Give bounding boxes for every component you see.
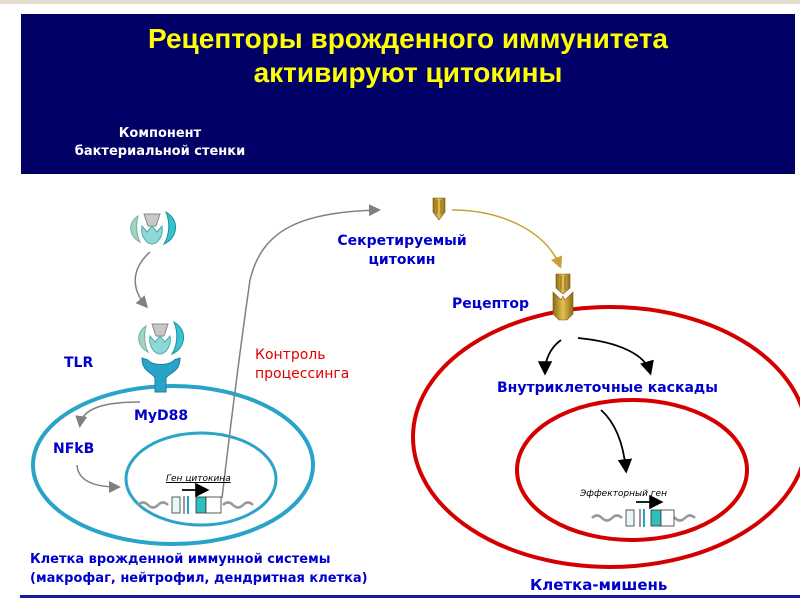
- top-border: [0, 0, 800, 4]
- myd88-to-nfkb-arrow: [75, 401, 141, 428]
- innate-cell-membrane: [31, 384, 315, 546]
- target-receptor-icon: [552, 273, 574, 321]
- intracellular-cascades-label: Внутриклеточные каскады: [497, 380, 718, 396]
- bacterial-component-label: Компонент бактериальной стенки: [40, 125, 280, 161]
- cytokine-gene-label: Ген цитокина: [166, 474, 231, 484]
- cascade-to-gene-arrow: [600, 409, 633, 474]
- receptor-label: Рецептор: [452, 296, 530, 312]
- binding-arrow: [134, 251, 151, 309]
- cascade-arrow-left: [537, 339, 562, 376]
- nfkb-label: NFkB: [53, 441, 95, 457]
- subtitle-line-1: Компонент: [118, 126, 202, 141]
- title-line-1: Рецепторы врожденного иммунитета: [147, 23, 668, 54]
- tlr-label: TLR: [64, 355, 94, 371]
- cytokine-icon: [432, 197, 446, 221]
- myd88-label: MyD88: [134, 408, 189, 424]
- processing-line-1: Контроль: [255, 347, 326, 363]
- processing-control-label: Контроль процессинга: [255, 346, 349, 384]
- target-cell-nucleus: [515, 398, 749, 542]
- effector-gene-icon: [591, 494, 696, 527]
- secreted-cytokine-label: Секретируемый цитокин: [322, 232, 482, 270]
- innate-caption-line-1: Клетка врожденной иммунной системы: [30, 552, 331, 567]
- tlr-receptor-icon: [138, 320, 184, 393]
- target-cell-caption: Клетка-мишень: [530, 576, 668, 594]
- processing-line-2: процессинга: [255, 366, 350, 382]
- subtitle-line-2: бактериальной стенки: [74, 144, 246, 159]
- cytokine-line-1: Секретируемый: [337, 233, 467, 249]
- innate-caption-line-2: (макрофаг, нейтрофил, дендритная клетка): [30, 571, 368, 586]
- cytokine-gene-icon: [137, 482, 254, 514]
- title-banner: [21, 14, 795, 174]
- innate-cell-nucleus: [124, 431, 278, 527]
- title-line-2: активируют цитокины: [253, 57, 563, 88]
- bottom-border: [20, 595, 800, 598]
- slide-title: Рецепторы врожденного иммунитета активир…: [21, 22, 795, 90]
- cytokine-to-receptor-arrow: [451, 209, 563, 269]
- effector-gene-label: Эффекторный ген: [580, 489, 667, 499]
- cytokine-line-2: цитокин: [368, 252, 436, 268]
- cascade-arrow-right: [577, 337, 654, 376]
- target-cell-membrane: [411, 305, 800, 569]
- secretion-arrow: [221, 204, 381, 499]
- nfkb-to-gene-arrow: [76, 464, 121, 493]
- bacterial-component-icon: [130, 210, 176, 246]
- innate-cell-caption: Клетка врожденной иммунной системы (макр…: [30, 550, 368, 588]
